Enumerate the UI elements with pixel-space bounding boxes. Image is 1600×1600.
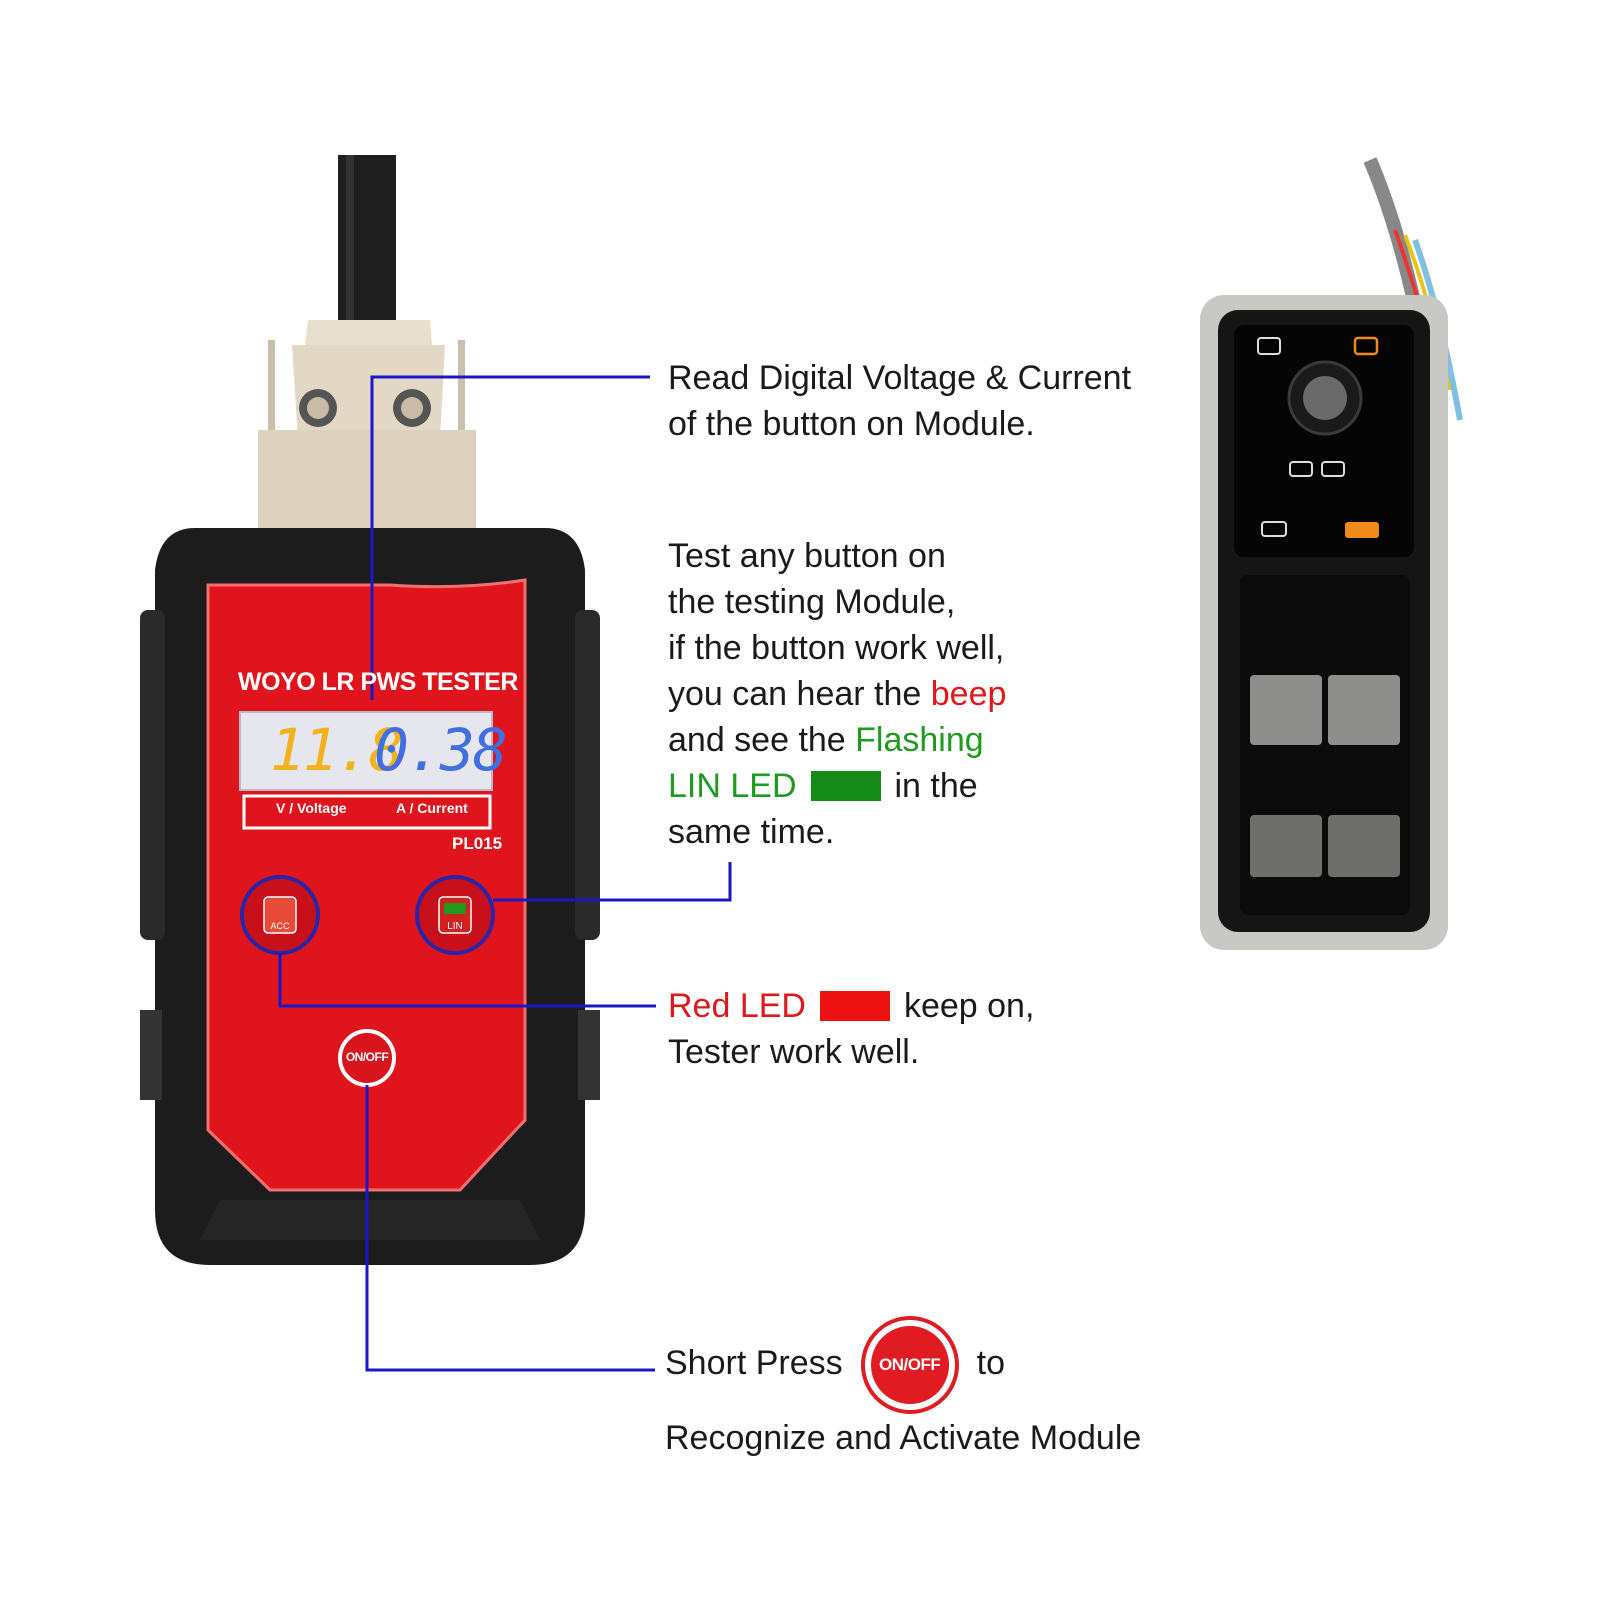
db-connector [258, 320, 476, 530]
red-led-swatch [819, 991, 890, 1021]
callout-press-pre: Short Press [665, 1343, 843, 1382]
window-switch-module [1200, 157, 1463, 950]
callout-test-line4-pre: you can hear the [668, 675, 931, 713]
callout-test-line4: you can hear the beep [668, 671, 1006, 717]
digital-display [239, 711, 493, 830]
leader-line-acc [278, 953, 656, 1008]
voltage-readout: 11.8 [270, 716, 404, 784]
current-label: A / Current [396, 800, 468, 816]
volt-label-text: / Voltage [289, 800, 347, 816]
green-led-swatch [810, 771, 881, 801]
callout-red-line1: Red LED keep on, [668, 983, 1034, 1029]
leader-line-power [365, 1085, 655, 1372]
callout-red-post: keep on, [903, 987, 1035, 1025]
callout-press-post: to [976, 1343, 1005, 1382]
callout-test-line3: if the button work well, [668, 629, 1005, 667]
callout-test-line7: same time. [668, 813, 835, 851]
lin-led-word: LIN LED [668, 767, 797, 805]
callout-voltage: Read Digital Voltage & Current of the bu… [668, 355, 1131, 447]
leader-lines [278, 375, 732, 1372]
power-button-label: ON/OFF [345, 1050, 389, 1064]
volt-symbol: V [276, 800, 286, 816]
lin-led-label: LIN [447, 921, 463, 932]
callout-red-led: Red LED keep on, Tester work well. [668, 983, 1034, 1075]
onoff-badge-icon: ON/OFF [864, 1320, 955, 1410]
flashing-word: Flashing [855, 721, 984, 759]
model-number: PL015 [452, 834, 503, 853]
device-title: WOYO LR PWS TESTER [238, 668, 518, 696]
callout-short-press: Short Press ON/OFF to Recognize and Activa… [665, 1320, 1141, 1466]
connector-post-right [458, 340, 465, 450]
callout-press-line2: Recognize and Activate Module [665, 1419, 1142, 1457]
leader-line-lin [493, 862, 732, 902]
beep-word: beep [930, 675, 1007, 713]
connector-post-left [268, 340, 275, 450]
callout-press-line1: Short Press ON/OFF to [665, 1320, 1141, 1410]
acc-led-label: ACC [270, 921, 290, 931]
red-led-word: Red LED [668, 987, 806, 1025]
voltage-label: V / Voltage [276, 800, 347, 816]
callout-test-line1: Test any button on [668, 537, 946, 575]
callout-test-line5-pre: and see the [668, 721, 856, 759]
callout-button-test: Test any button on the testing Module, i… [668, 533, 1006, 855]
callout-voltage-line2: of the button on Module. [668, 405, 1035, 443]
amp-symbol: A [396, 800, 406, 816]
callout-test-line2: the testing Module, [668, 583, 956, 621]
acc-led [263, 896, 297, 934]
leader-line-voltage [370, 375, 650, 700]
current-readout: 0.38 [374, 716, 508, 784]
callout-test-line6: LIN LED in the [668, 763, 1006, 809]
callout-red-line2: Tester work well. [668, 1033, 920, 1071]
amp-label-text: / Current [409, 800, 468, 816]
callout-test-line6-post: in the [894, 767, 978, 805]
callout-test-line5: and see the Flashing [668, 717, 1006, 763]
callout-voltage-line1: Read Digital Voltage & Current [668, 359, 1132, 397]
